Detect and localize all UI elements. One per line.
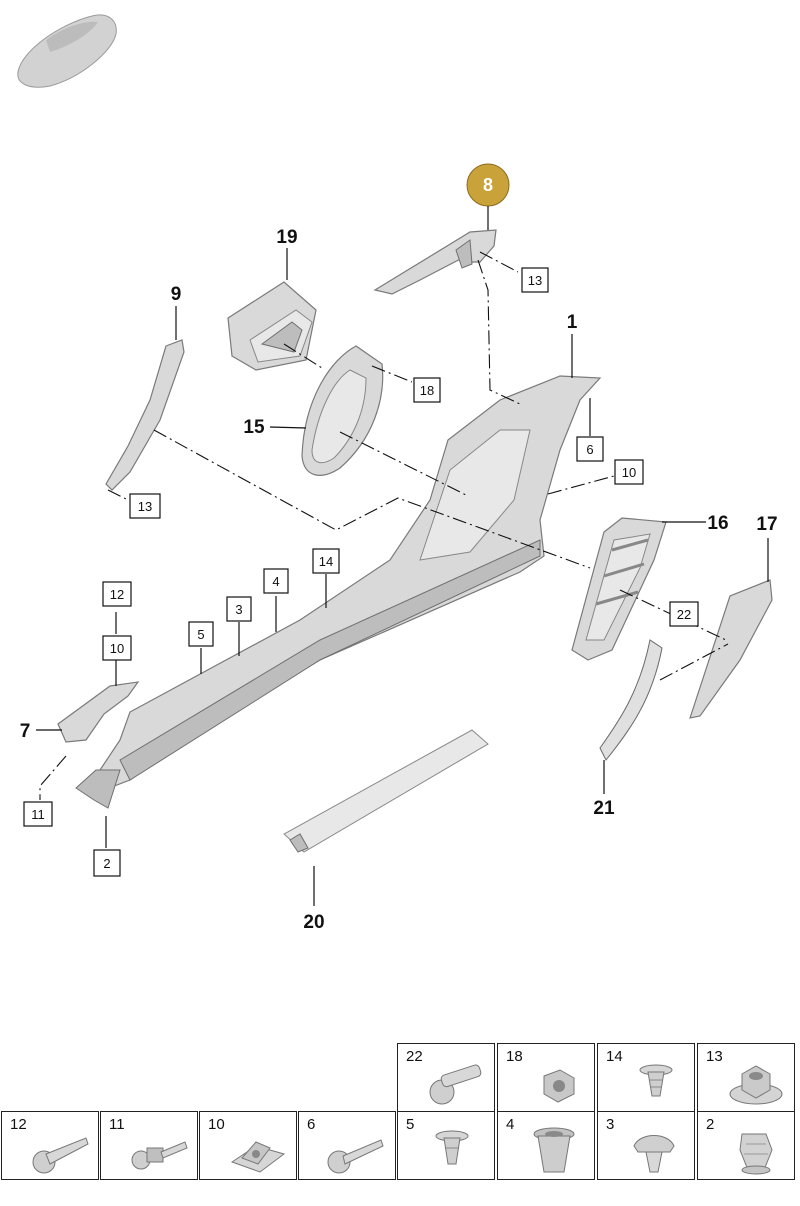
callout-17: 17 xyxy=(756,514,777,535)
clip-icon xyxy=(639,1064,673,1097)
box-callout-13-left: 13 xyxy=(129,493,161,519)
svg-text:12: 12 xyxy=(110,587,124,602)
svg-text:3: 3 xyxy=(235,602,242,617)
part-air-inlet-15 xyxy=(301,345,384,476)
box-callout-2: 2 xyxy=(93,849,121,877)
box-callout-3: 3 xyxy=(226,596,252,622)
part-pillar-trim-9 xyxy=(105,339,185,491)
box-callout-22: 22 xyxy=(669,601,699,627)
box-callout-18: 18 xyxy=(413,377,441,403)
svg-text:2: 2 xyxy=(103,856,110,871)
box-callout-14: 14 xyxy=(312,548,340,574)
screw-icon xyxy=(32,1137,89,1174)
nut-icon xyxy=(543,1069,575,1103)
box-callout-13-top: 13 xyxy=(521,267,549,293)
svg-text:10: 10 xyxy=(110,641,124,656)
part-side-grille-16 xyxy=(571,517,667,661)
group-badge-label: 8 xyxy=(483,175,493,195)
hardware-cell-5[interactable]: 5 xyxy=(397,1111,495,1180)
svg-text:13: 13 xyxy=(528,273,542,288)
hardware-cell-22[interactable]: 22 xyxy=(397,1043,495,1112)
svg-text:4: 4 xyxy=(272,574,279,589)
box-callout-10-left: 10 xyxy=(102,635,132,661)
hardware-number: 18 xyxy=(506,1048,523,1065)
svg-text:22: 22 xyxy=(677,607,691,622)
part-trim-cover-17 xyxy=(689,579,773,719)
hardware-number: 6 xyxy=(307,1116,316,1133)
hardware-cell-3[interactable]: 3 xyxy=(597,1111,695,1180)
part-sill-end-2 xyxy=(75,769,121,809)
svg-text:11: 11 xyxy=(31,807,45,822)
svg-text:14: 14 xyxy=(319,554,333,569)
callout-15: 15 xyxy=(243,417,265,438)
exploded-parts-diagram: 8 xyxy=(17,14,778,933)
hardware-cell-13[interactable]: 13 xyxy=(697,1043,795,1112)
screw-icon xyxy=(327,1139,384,1174)
svg-text:5: 5 xyxy=(197,627,204,642)
bolt-icon xyxy=(429,1064,482,1105)
part-air-duct-19 xyxy=(227,281,317,371)
box-callout-11: 11 xyxy=(23,801,53,827)
clip-nut-icon xyxy=(230,1141,286,1173)
part-sill-plate-20 xyxy=(283,729,489,853)
svg-text:13: 13 xyxy=(138,499,152,514)
box-callout-6: 6 xyxy=(576,436,604,462)
hardware-cell-4[interactable]: 4 xyxy=(497,1111,595,1180)
box-callout-5: 5 xyxy=(188,621,214,647)
callout-1: 1 xyxy=(567,312,578,333)
car-thumbnail-icon xyxy=(17,14,117,88)
hardware-number: 14 xyxy=(606,1048,623,1065)
hardware-number: 5 xyxy=(406,1116,415,1133)
callout-9: 9 xyxy=(171,284,182,305)
clip-icon xyxy=(435,1130,469,1165)
grommet-icon xyxy=(533,1127,575,1173)
callout-21: 21 xyxy=(593,798,615,819)
callout-19: 19 xyxy=(276,227,297,248)
hardware-cell-14[interactable]: 14 xyxy=(597,1043,695,1112)
hardware-cell-10[interactable]: 10 xyxy=(199,1111,297,1180)
callout-7: 7 xyxy=(20,721,31,742)
box-callout-4: 4 xyxy=(263,568,289,594)
expansion-clip-icon xyxy=(739,1133,773,1175)
callout-20: 20 xyxy=(303,912,324,933)
svg-text:6: 6 xyxy=(586,442,593,457)
hardware-number: 22 xyxy=(406,1048,423,1065)
svg-text:10: 10 xyxy=(622,465,636,480)
part-upper-trim-strip xyxy=(373,229,497,295)
hardware-cell-12[interactable]: 12 xyxy=(1,1111,99,1180)
screw-icon xyxy=(131,1141,188,1170)
hardware-number: 11 xyxy=(109,1116,125,1133)
hardware-cell-11[interactable]: 11 xyxy=(100,1111,198,1180)
hardware-number: 2 xyxy=(706,1116,715,1133)
hardware-number: 3 xyxy=(606,1116,615,1133)
box-callout-10-right: 10 xyxy=(614,459,644,485)
group-badge[interactable]: 8 xyxy=(466,163,510,207)
box-callout-12: 12 xyxy=(102,581,132,607)
hardware-table: 22 18 14 13 12 xyxy=(0,1043,800,1183)
callout-16: 16 xyxy=(707,513,728,534)
hardware-number: 13 xyxy=(706,1048,723,1065)
svg-text:18: 18 xyxy=(420,383,434,398)
hardware-number: 4 xyxy=(506,1116,515,1133)
flange-nut-icon xyxy=(729,1065,783,1105)
hardware-number: 10 xyxy=(208,1116,225,1133)
hardware-cell-2[interactable]: 2 xyxy=(697,1111,795,1180)
hardware-cell-6[interactable]: 6 xyxy=(298,1111,396,1180)
part-seal-strip-21 xyxy=(599,639,663,761)
hardware-cell-18[interactable]: 18 xyxy=(497,1043,595,1112)
push-rivet-icon xyxy=(633,1135,675,1173)
hardware-number: 12 xyxy=(10,1116,27,1133)
part-bracket-7 xyxy=(57,681,140,743)
part-side-sill-panel-1 xyxy=(91,375,602,791)
